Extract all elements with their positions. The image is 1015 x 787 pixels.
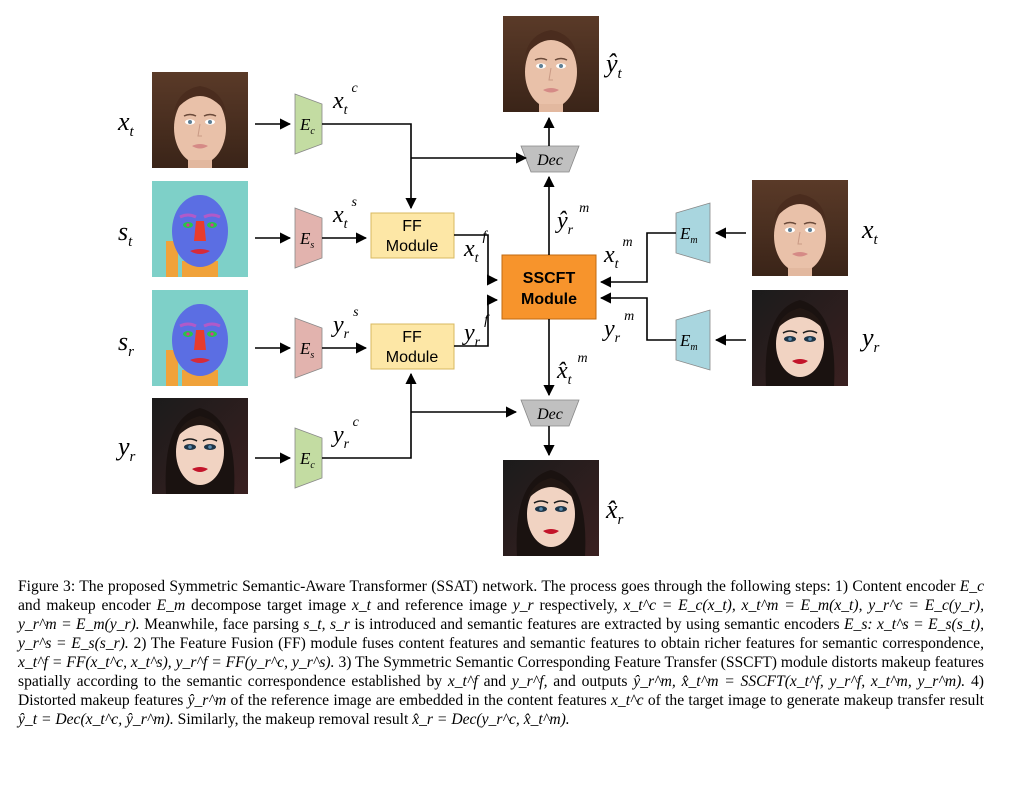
math-yrm-hat: ŷ_r^m: [187, 692, 227, 709]
makeup-encoder-top: [675, 202, 711, 264]
label-st-left: st: [118, 217, 133, 250]
caption-s7: 2) The Feature Fusion (FF) module fuses …: [133, 635, 984, 652]
semantic-encoder-top: [294, 207, 323, 269]
label-xt-right: xt: [861, 215, 879, 248]
decoder-bottom-label: Dec: [536, 406, 563, 423]
encoder-es-top-label: Es: [299, 229, 314, 251]
ff-module-bottom-label-1: FF: [402, 329, 422, 346]
ff-module-top-label-1: FF: [402, 218, 422, 235]
target-image-xt: [151, 71, 249, 169]
decoder-top-label: Dec: [536, 152, 563, 169]
ff-module-top-label-2: Module: [386, 238, 439, 255]
math-yr: y_r: [512, 597, 534, 614]
caption-s4: respectively,: [539, 597, 618, 614]
math-st-sr: s_t, s_r: [303, 616, 350, 633]
label-sr-left: sr: [118, 327, 134, 360]
reference-image-yr: [151, 397, 249, 495]
parsing-image-st: [150, 179, 250, 279]
output-image-xr-hat: [502, 459, 600, 557]
caption-s10: and outputs: [553, 673, 628, 690]
math-dec2: x̂_r = Dec(y_r^c, x̂_t^m).: [412, 711, 570, 728]
feature-yrs: yrs: [331, 305, 359, 342]
caption-title: The proposed Symmetric Semantic-Aware Tr…: [79, 578, 956, 595]
reference-image-yr-right: [751, 289, 849, 387]
label-xr-hat-output: x̂r: [605, 495, 624, 528]
figure-caption: Figure 3: The proposed Symmetric Semanti…: [18, 577, 984, 729]
sscft-label-2: Module: [521, 291, 577, 308]
feature-xtm: xtm: [603, 235, 633, 272]
encoder-ec-top-label: Ec: [299, 115, 315, 137]
content-encoder-top: [294, 93, 323, 155]
math-yrf: y_r^f,: [511, 673, 548, 690]
ff-module-bottom: [370, 323, 455, 370]
caption-s8: 3) The Symmetric Semantic Corresponding …: [18, 654, 985, 690]
caption-s5: Meanwhile, face parsing: [144, 616, 299, 633]
caption-s12: of the reference image are embedded in t…: [230, 692, 607, 709]
caption-s1: and makeup encoder: [18, 597, 151, 614]
math-Em: E_m: [156, 597, 186, 614]
feature-xtc: xtc: [332, 81, 359, 118]
caption-s9: and: [483, 673, 507, 690]
target-image-xt-right: [751, 179, 849, 277]
ff-module-top: [370, 212, 455, 259]
feature-yrm: yrm: [602, 309, 634, 346]
label-yr-left: yr: [115, 432, 136, 465]
decoder-top: [520, 145, 580, 173]
math-Ec: E_c: [959, 578, 984, 595]
encoder-em-top-label: Em: [679, 224, 698, 246]
parsing-image-sr: [150, 288, 250, 388]
figure-label: Figure 3:: [18, 578, 76, 595]
math-dec1: ŷ_t = Dec(x_t^c, ŷ_r^m).: [18, 711, 174, 728]
decoder-bottom: [520, 399, 580, 427]
feature-yrf: yrf: [462, 313, 490, 350]
feature-xtf: xtf: [463, 229, 489, 266]
feature-xts: xts: [332, 195, 358, 232]
encoder-em-bottom-label: Em: [679, 331, 698, 353]
feature-xhat-tm: x̂tm: [556, 351, 588, 388]
label-yr-right: yr: [859, 323, 880, 356]
math-es-eq: E_s: x_t^s = E_s(s_t), y_r^s = E_s(s_r).: [18, 616, 985, 652]
output-image-yt-hat: [502, 15, 600, 113]
math-eq1: x_t^c = E_c(x_t), x_t^m = E_m(x_t), y_r^…: [18, 597, 985, 633]
caption-s14: Similarly, the makeup removal result: [177, 711, 409, 728]
encoder-ec-bottom-label: Ec: [299, 449, 315, 471]
math-xt: x_t: [351, 597, 371, 614]
math-xtf: x_t^f: [447, 673, 478, 690]
label-xt-left: xt: [117, 107, 135, 140]
math-ff-eq: x_t^f = FF(x_t^c, x_t^s), y_r^f = FF(y_r…: [18, 654, 335, 671]
content-encoder-bottom: [294, 427, 323, 489]
ff-module-bottom-label-2: Module: [386, 349, 439, 366]
caption-s3: and reference image: [376, 597, 508, 614]
feature-yhat-rm: ŷrm: [555, 201, 589, 238]
caption-s13: of the target image to generate makeup t…: [647, 692, 984, 709]
math-sscft-eq: ŷ_r^m, x̂_t^m = SSCFT(x_t^f, y_r^f, x_t^…: [633, 673, 966, 690]
sscft-label-1: SSCFT: [523, 270, 576, 287]
sscft-module: [501, 254, 597, 320]
caption-s6: is introduced and semantic features are …: [354, 616, 840, 633]
caption-s2: decompose target image: [191, 597, 347, 614]
semantic-encoder-bottom: [294, 317, 323, 379]
ssat-network-diagram: xt st sr yr xt yr ŷt x̂r Ec Es Es Ec Em …: [115, 15, 880, 557]
label-yt-hat-output: ŷt: [603, 49, 623, 82]
math-xtc: x_t^c: [610, 692, 644, 709]
encoder-es-bottom-label: Es: [299, 339, 314, 361]
feature-yrc: yrc: [331, 415, 360, 452]
caption-s11: 4) Distorted makeup features: [18, 673, 984, 709]
makeup-encoder-bottom: [675, 309, 711, 371]
